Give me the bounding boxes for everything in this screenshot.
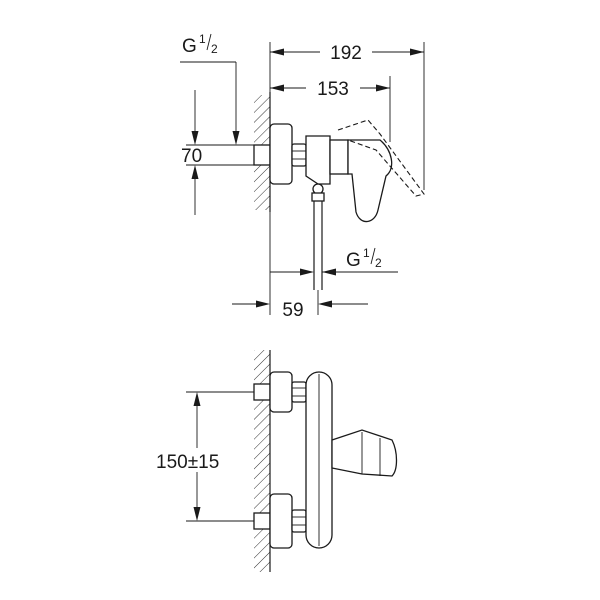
mixer-body-front [305, 371, 333, 549]
dim-150-label: 150±15 [156, 452, 219, 473]
dim-70-label: 70 [181, 146, 202, 167]
thread-top-num: 1 [199, 32, 206, 46]
dim-59-label: 59 [282, 300, 303, 321]
thread-bottom-num: 1 [363, 246, 370, 260]
thread-top-den: 2 [211, 42, 218, 56]
lever-side [329, 119, 425, 223]
side-view: 192 153 G 1 2 70 [180, 32, 425, 321]
upper-inlet-front [253, 371, 307, 413]
lever-front [331, 429, 398, 477]
dim-192-label: 192 [330, 43, 362, 64]
dim-192: 192 [269, 42, 425, 190]
thread-bottom-den: 2 [375, 256, 382, 270]
thread-bottom: G 1 2 [270, 246, 398, 276]
dim-59: 59 [232, 212, 368, 321]
thread-top-g: G [182, 36, 197, 57]
dim-153: 153 [270, 76, 391, 142]
dim-153-label: 153 [317, 79, 349, 100]
wall-front [254, 350, 271, 572]
mixer-body-side [305, 135, 331, 290]
front-view: 150±15 [156, 350, 398, 572]
thread-top: G 1 2 [180, 32, 240, 145]
thread-bottom-g: G [346, 250, 361, 271]
dim-70: 70 [181, 90, 270, 215]
dim-150: 150±15 [156, 391, 254, 522]
